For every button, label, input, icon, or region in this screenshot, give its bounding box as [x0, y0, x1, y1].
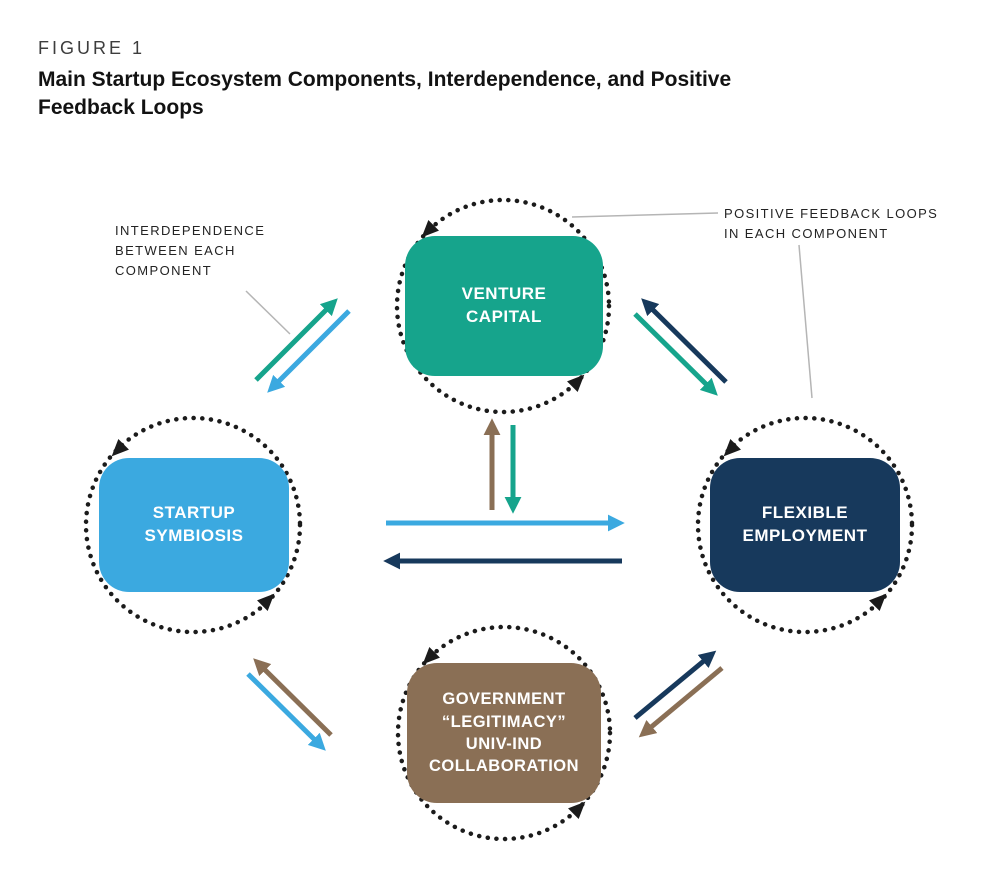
feedback-loop-flexible-employment [695, 415, 915, 635]
node-label-flexible-employment: FLEXIBLE EMPLOYMENT [742, 503, 868, 545]
loop-arrowhead [567, 374, 585, 392]
loop-arrowhead [421, 220, 439, 238]
node-label-startup-symbiosis: STARTUP SYMBIOSIS [144, 503, 244, 545]
arrow-flexible-to-venture [641, 298, 728, 384]
feedback-loop-startup-symbiosis [83, 415, 303, 635]
figure-label: FIGURE 1 [38, 38, 146, 58]
arrow-flexible-to-government [638, 666, 724, 738]
node-venture-capital: VENTURE CAPITAL [405, 236, 603, 376]
annotation-positive-feedback: POSITIVE FEEDBACK LOOPS IN EACH COMPONEN… [724, 206, 939, 242]
arrow-venture-to-startup [267, 309, 351, 393]
annotation-line-interdependence [245, 290, 291, 335]
loop-arrowhead [422, 647, 440, 665]
loop-arrowhead [568, 801, 586, 819]
loop-arrowhead [257, 593, 275, 611]
feedback-loop-venture-capital [394, 197, 612, 415]
figure-title: Main Startup Ecosystem Components, Inter… [38, 68, 732, 119]
loop-arrowhead [869, 593, 887, 611]
arrow-venture-to-flexible [633, 312, 718, 396]
annotation-line-feedback-venture [571, 212, 719, 218]
loop-arrowhead [111, 439, 129, 457]
annotation-line-feedback-flexible [798, 244, 813, 399]
node-startup-symbiosis: STARTUP SYMBIOSIS [99, 458, 289, 592]
node-government: GOVERNMENT “LEGITIMACY” UNIV-IND COLLABO… [407, 663, 601, 803]
node-flexible-employment: FLEXIBLE EMPLOYMENT [710, 458, 900, 592]
node-label-venture-capital: VENTURE CAPITAL [461, 284, 547, 326]
annotation-interdependence: INTERDEPENDENCE BETWEEN EACH COMPONENT [115, 223, 266, 279]
arrow-startup-to-venture [254, 298, 338, 382]
arrow-startup-to-government [246, 672, 326, 751]
arrow-government-to-startup [253, 658, 333, 737]
arrow-government-to-flexible [633, 650, 717, 720]
node-label-government: GOVERNMENT “LEGITIMACY” UNIV-IND COLLABO… [428, 690, 580, 776]
feedback-loop-government [395, 624, 613, 842]
loop-arrowhead [723, 439, 741, 457]
